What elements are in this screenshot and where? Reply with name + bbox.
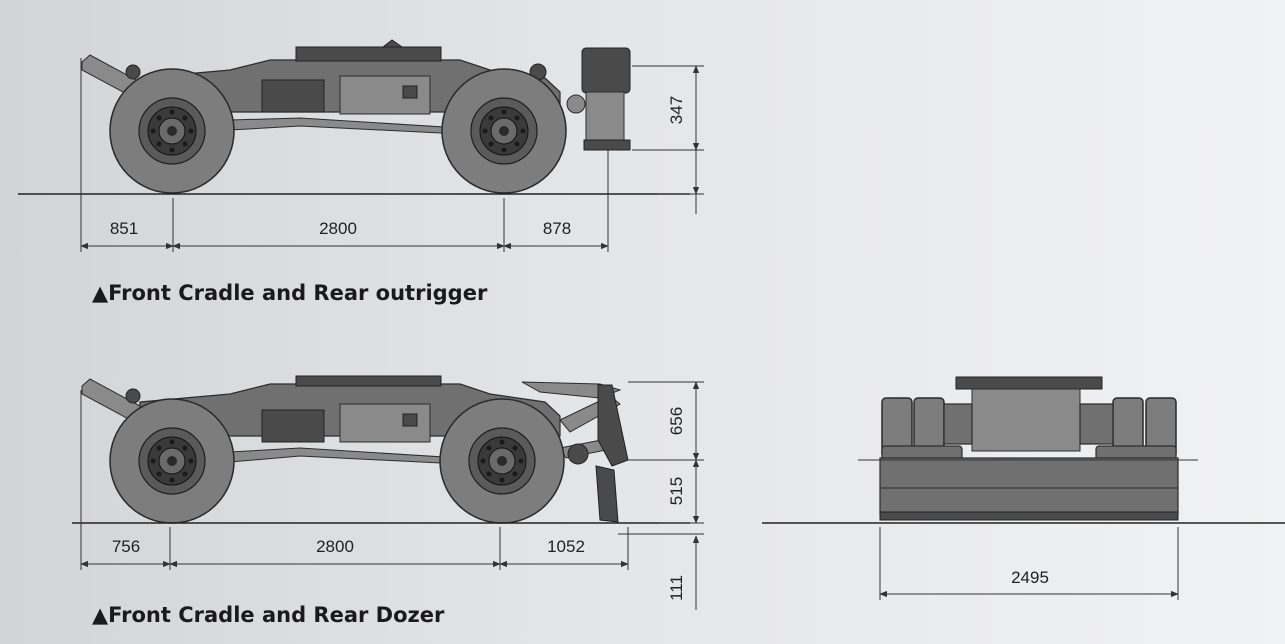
dim-width: 2495 bbox=[1011, 568, 1049, 587]
dim-blade-upper: 656 bbox=[667, 407, 686, 435]
dim-outrigger-height: 347 bbox=[667, 96, 686, 124]
dim-below-ground: 111 bbox=[667, 575, 686, 601]
dozer-side-view: 756 2800 1052 656 515 111 ▲Front Cradle … bbox=[72, 375, 704, 627]
dim-dozer-wheelbase: 2800 bbox=[316, 537, 354, 556]
front-view: 2495 bbox=[762, 376, 1285, 600]
outrigger-vehicle-drawing bbox=[81, 39, 631, 194]
dim-blade-lower: 515 bbox=[667, 477, 686, 505]
dim-dozer-front-overhang: 756 bbox=[112, 537, 140, 556]
dim-wheelbase: 2800 bbox=[319, 219, 357, 238]
dim-rear-overhang: 878 bbox=[543, 219, 571, 238]
caption-outrigger: ▲Front Cradle and Rear outrigger bbox=[92, 281, 488, 305]
front-view-vehicle-drawing bbox=[879, 376, 1179, 521]
caption-dozer: ▲Front Cradle and Rear Dozer bbox=[92, 603, 445, 627]
outrigger-side-view: 851 2800 878 347 ▲Front Cradle and Rear … bbox=[18, 39, 704, 305]
dozer-vehicle-drawing bbox=[81, 375, 629, 524]
dim-front-overhang: 851 bbox=[110, 219, 138, 238]
dim-dozer-rear-overhang: 1052 bbox=[547, 537, 585, 556]
